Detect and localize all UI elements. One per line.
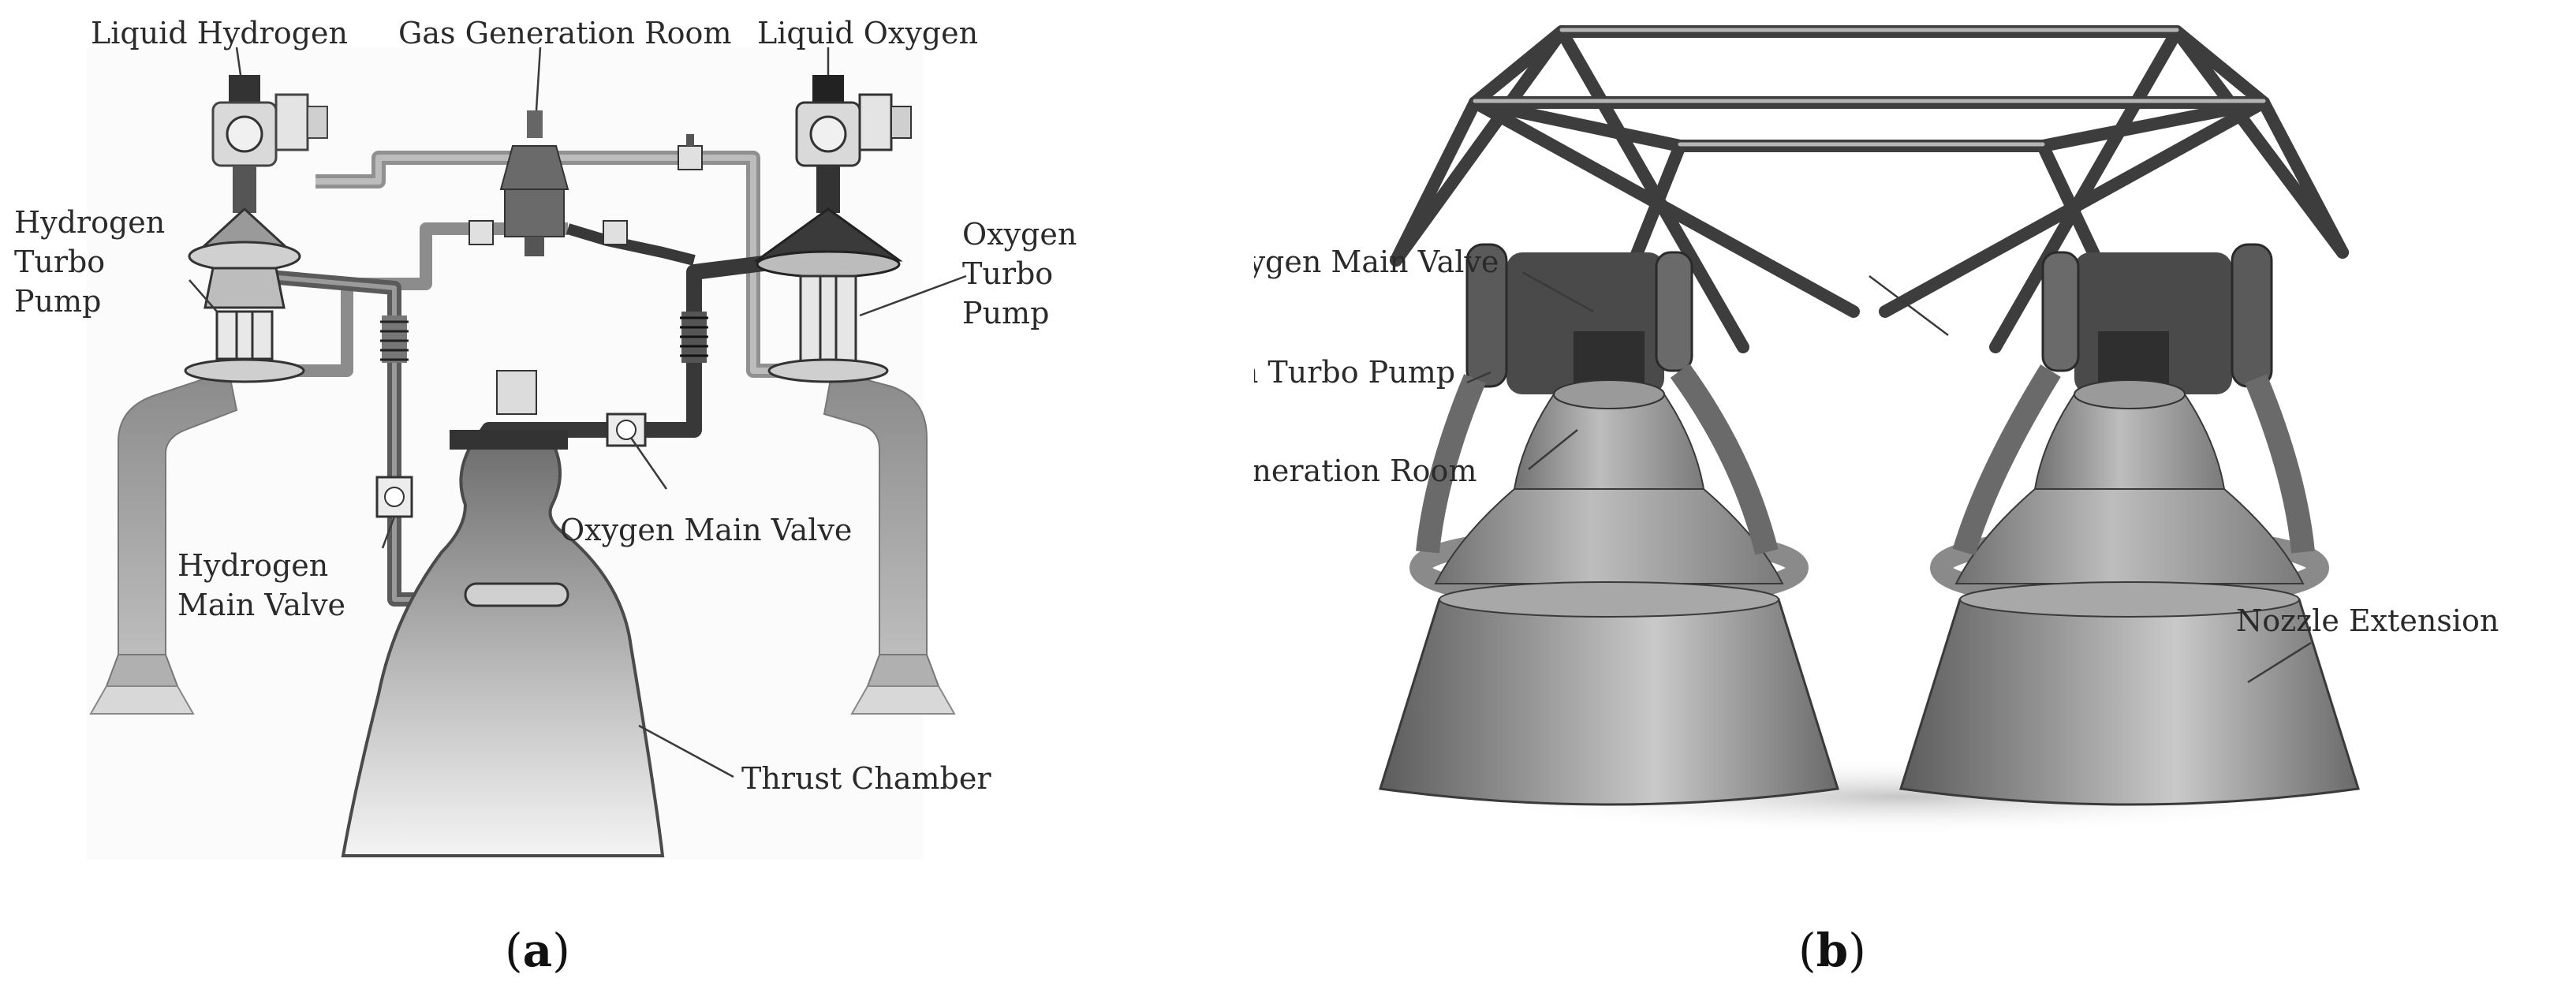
oxygen-turbine-exhaust-duct [823,369,956,715]
oxygen-bellows [680,312,708,363]
thrust-chamber [341,370,665,857]
top-line-valve [678,134,703,170]
label-b-gas-generation-room: Gas Generation Room [1254,454,1477,488]
caption-a: (a) [505,924,570,977]
label-gas-generation-room: Gas Generation Room [398,16,731,50]
label-oxygen-turbo-pump-line2: Turbo [962,256,1053,291]
hydrogen-feed-line-upper [315,151,789,378]
truss-frame-highlight [1473,28,2266,147]
label-hydrogen-main-valve-line2: Main Valve [177,588,345,622]
leader-lines [189,47,967,778]
panel-a-schematic: Liquid Hydrogen Gas Generation Room Liqu… [0,0,1254,993]
caption-b: (b) [1798,924,1866,977]
gas-generation-room [469,110,628,256]
liquid-hydrogen-inlet-valve [211,75,328,213]
label-hydrogen-turbo-pump-line3: Pump [14,284,101,319]
hydrogen-turbine-exhaust-duct [89,369,238,715]
left-engine [1379,243,1839,806]
label-hydrogen-turbo-pump-line2: Turbo [14,245,105,279]
label-thrust-chamber: Thrust Chamber [741,761,991,796]
oxygen-turbo-pump [753,207,903,383]
hydrogen-bellows [380,315,409,363]
label-b-nozzle-extension: Nozzle Extension [2236,603,2499,638]
engine-render: Oxygen Main Valve Oxygen Turbo Pump Gas … [1254,25,2499,977]
label-oxygen-turbo-pump-line1: Oxygen [962,217,1077,252]
label-b-oxygen-main-valve: Oxygen Main Valve [1254,245,1499,279]
label-hydrogen-turbo-pump-line1: Hydrogen [14,205,165,240]
label-liquid-hydrogen: Liquid Hydrogen [91,16,348,50]
panel-b-render: Oxygen Main Valve Oxygen Turbo Pump Gas … [1254,0,2576,993]
label-b-oxygen-turbo-pump: Oxygen Turbo Pump [1254,355,1455,390]
liquid-oxygen-inlet-valve [795,75,912,213]
hydrogen-turbo-pump [184,207,305,383]
label-oxygen-main-valve: Oxygen Main Valve [560,513,852,547]
label-oxygen-turbo-pump-line3: Pump [962,296,1049,330]
leader-lines-b [1466,271,2312,684]
schematic-diagram: Liquid Hydrogen Gas Generation Room Liqu… [14,16,1077,977]
oxygen-main-valve-symbol [606,413,647,447]
hydrogen-main-valve-symbol [375,476,413,518]
label-hydrogen-main-valve-line1: Hydrogen [177,548,328,583]
right-engine [1899,243,2360,806]
label-liquid-oxygen: Liquid Oxygen [757,16,978,50]
